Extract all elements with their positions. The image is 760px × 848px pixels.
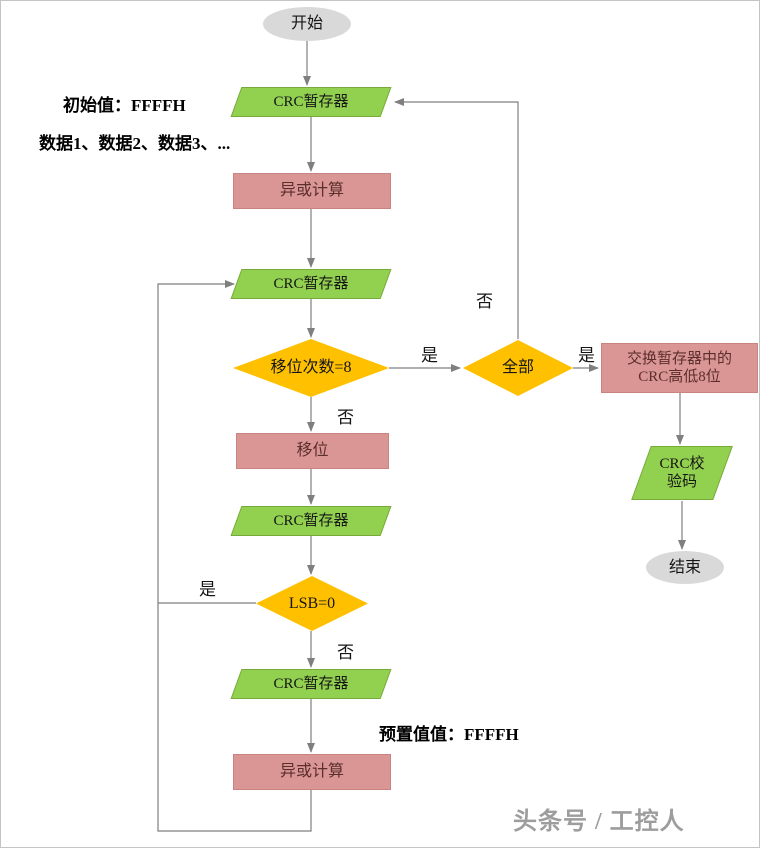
node-label: 异或计算 [279,763,344,781]
node-label: 结束 [668,558,701,576]
node-label-line1: 交换暂存器中的 [626,351,732,367]
node-crc-check-code: CRC校 验码 [631,446,733,500]
node-all-data-check: 全部 [463,340,573,396]
node-label: CRC校 验码 [659,455,704,491]
node-label: CRC暂存器 [273,676,349,692]
edge-label-shift-yes: 是 [421,346,438,365]
node-end: 结束 [646,551,724,584]
node-label: CRC暂存器 [273,276,349,292]
node-lsb-check: LSB=0 [256,576,368,631]
node-start: 开始 [263,7,351,41]
ellipse-shape [263,7,351,41]
edge-xor2-loop-to-crc2 [157,280,312,832]
annotation-preset-value: 预置值值：FFFFH [379,725,519,744]
node-label-line1: CRC校 [659,456,705,472]
node-xor-calc-2: 异或计算 [233,754,391,790]
node-crc-register-4: CRC暂存器 [230,669,392,699]
annotation-initial-value: 初始值：FFFFH [63,96,186,115]
node-label: LSB=0 [288,594,336,612]
node-shift: 移位 [236,433,389,469]
node-crc-register-2: CRC暂存器 [230,269,392,299]
node-crc-register-3: CRC暂存器 [230,506,392,536]
node-label: 开始 [290,15,323,33]
node-label: 交换暂存器中的 CRC高低8位 [627,350,732,386]
edge-label-lsb-yes: 是 [199,580,216,599]
ellipse-shape [646,551,724,584]
rectangle-shape [236,433,389,469]
edge-label-lsb-no: 否 [337,643,354,662]
node-swap-bytes: 交换暂存器中的 CRC高低8位 [601,343,758,393]
node-label-line2: 验码 [666,474,697,490]
edge-label-shift-no: 否 [337,408,354,427]
edge-label-all-yes: 是 [578,346,595,365]
rectangle-shape [233,173,391,209]
node-label: CRC暂存器 [273,94,349,110]
node-xor-calc-1: 异或计算 [233,173,391,209]
annotation-data-list: 数据1、数据2、数据3、... [39,134,231,153]
edge-all-no-to-crc1 [394,98,519,339]
edge-label-all-no: 否 [476,292,493,311]
node-label: 移位 [296,442,329,460]
node-label: 移位次数=8 [270,359,352,377]
node-crc-register-1: CRC暂存器 [230,87,392,117]
watermark-text: 头条号 / 工控人 [513,809,685,835]
node-label: 异或计算 [279,182,344,200]
node-label-line2: CRC高低8位 [638,369,721,385]
node-label: 全部 [501,359,534,377]
rectangle-shape [233,754,391,790]
node-label: CRC暂存器 [273,513,349,529]
rectangle-shape [601,343,758,393]
node-shift-count-check: 移位次数=8 [233,339,389,397]
